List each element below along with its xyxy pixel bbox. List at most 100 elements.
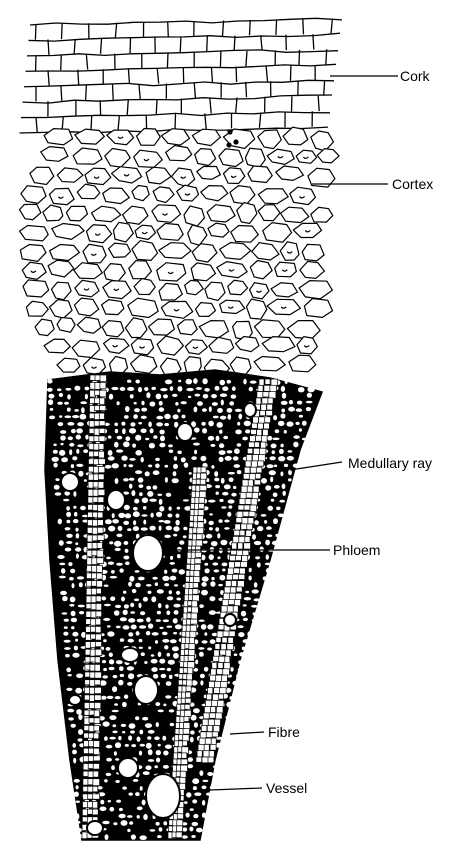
cortex-cell <box>57 168 83 182</box>
sieve-cell <box>211 394 217 398</box>
sieve-cell <box>261 478 267 484</box>
medullary-ray-cell <box>246 530 252 536</box>
medullary-ray-cell <box>98 520 104 526</box>
cork-cell-wall <box>326 49 327 65</box>
sieve-cell <box>72 415 79 418</box>
sieve-cell <box>114 610 120 616</box>
cortex-cell <box>290 187 316 204</box>
medullary-ray-cell <box>93 466 98 473</box>
cork-cell-wall <box>168 22 169 37</box>
medullary-ray-cell <box>189 643 195 649</box>
sieve-cell <box>65 388 71 391</box>
medullary-ray-cell <box>214 650 219 657</box>
sieve-cell <box>266 568 273 574</box>
sieve-cell <box>133 507 138 511</box>
sieve-cell <box>124 464 127 467</box>
medullary-ray-cell <box>95 680 101 685</box>
cork-cell-wall <box>236 97 237 112</box>
sieve-cell <box>78 729 83 735</box>
cortex-cell <box>87 225 112 243</box>
medullary-ray-cell <box>97 550 104 557</box>
medullary-ray-cell <box>233 606 238 612</box>
sieve-cell <box>118 513 125 518</box>
sieve-cell <box>297 401 302 405</box>
sieve-cell <box>172 646 179 651</box>
medullary-ray-cell <box>97 535 104 540</box>
cork-layer <box>20 18 343 133</box>
sieve-cell <box>50 408 54 411</box>
sieve-cell <box>105 465 112 469</box>
sieve-cell <box>207 648 212 651</box>
sieve-cell <box>220 416 226 420</box>
cortex-cell <box>224 168 245 184</box>
sieve-cell <box>60 435 66 440</box>
sieve-cell <box>206 534 212 539</box>
medullary-ray-cell <box>185 704 190 709</box>
sieve-cell <box>165 745 172 749</box>
sieve-cell <box>158 710 164 713</box>
medullary-ray-cell <box>97 558 104 564</box>
sieve-cell <box>70 569 75 574</box>
sieve-cell <box>167 514 172 518</box>
medullary-ray-cell <box>95 642 101 647</box>
cortex-cell <box>258 205 280 221</box>
sieve-cell <box>125 436 130 441</box>
sieve-cell <box>238 414 242 420</box>
sieve-cell <box>65 548 72 552</box>
sieve-cell <box>123 610 128 615</box>
cortex-cell <box>146 167 171 184</box>
medullary-ray-cell <box>179 783 185 790</box>
sieve-cell <box>276 507 281 511</box>
sieve-cell <box>155 458 160 461</box>
cortex-cell <box>73 148 102 164</box>
cortex-cell <box>228 280 248 294</box>
sieve-cell <box>243 618 248 621</box>
sieve-cell <box>170 723 175 727</box>
medullary-ray-cell <box>194 564 200 570</box>
medullary-ray-cell <box>98 505 104 512</box>
sieve-cell <box>162 736 166 741</box>
sieve-cell <box>61 457 68 462</box>
medullary-ray-cell <box>199 497 205 503</box>
sieve-cell <box>109 653 113 658</box>
medullary-ray-cell <box>97 543 102 549</box>
sieve-cell <box>142 717 148 721</box>
sieve-cell <box>192 799 197 803</box>
sieve-cell <box>274 485 280 489</box>
medullary-ray-cell <box>94 413 99 420</box>
cortex-cell <box>159 243 191 259</box>
sieve-cell <box>127 815 133 818</box>
sieve-cell <box>133 526 139 531</box>
medullary-ray-cell <box>253 417 259 424</box>
sieve-cell <box>168 444 173 447</box>
medullary-ray-cell <box>189 637 194 643</box>
sieve-cell <box>74 646 78 651</box>
medullary-ray-cell <box>246 492 252 498</box>
sieve-cell <box>145 765 151 770</box>
sieve-cell <box>208 436 214 441</box>
medullary-ray-cell <box>237 511 243 518</box>
sieve-cell <box>158 520 164 522</box>
sieve-cell <box>137 737 141 742</box>
medullary-ray-cell <box>99 436 105 442</box>
sieve-cell <box>108 456 115 460</box>
sieve-cell <box>203 541 208 544</box>
sieve-cell <box>76 449 79 454</box>
sieve-cell <box>108 800 111 802</box>
sieve-cell <box>181 457 186 462</box>
sieve-cell <box>169 450 173 453</box>
medullary-ray-cell <box>191 613 197 619</box>
medullary-ray-cell <box>201 467 206 473</box>
sieve-cell <box>235 409 242 412</box>
sieve-cell <box>127 829 130 832</box>
sieve-cell <box>107 625 111 627</box>
sieve-cell <box>170 576 177 581</box>
sieve-cell <box>139 751 142 756</box>
cork-cell-wall <box>246 82 247 97</box>
sieve-cell <box>77 444 83 447</box>
sieve-cell <box>183 527 187 531</box>
sieve-cell <box>128 632 133 636</box>
sieve-cell <box>236 674 239 679</box>
sieve-cell <box>272 450 275 454</box>
